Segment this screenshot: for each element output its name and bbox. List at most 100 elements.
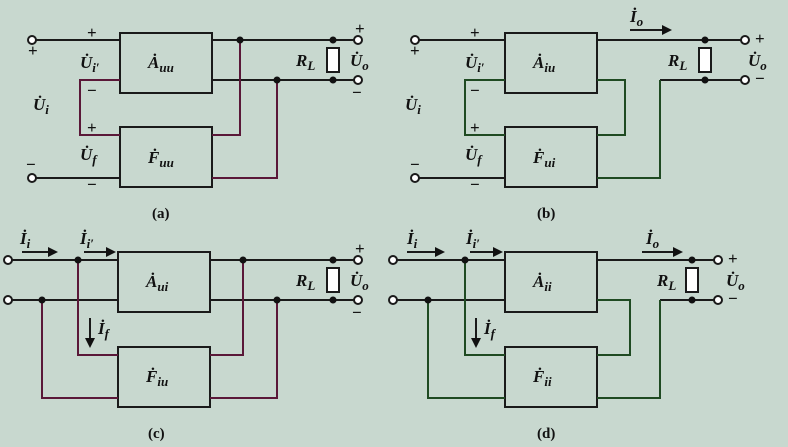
- junction-node-b1: [701, 36, 709, 44]
- caption-d: (d): [537, 426, 555, 442]
- caption-c: (c): [148, 426, 165, 442]
- output-loop-wire-b: [597, 79, 626, 136]
- input-terminal-top-d: [388, 255, 398, 265]
- output-plus-a: +: [355, 19, 365, 38]
- amplifier-block-a: [119, 32, 213, 94]
- junction-node-c6: [329, 296, 337, 304]
- input-terminal-top-a: [27, 35, 37, 45]
- parallel-link-wire-d: [464, 260, 505, 356]
- panel-b: Ȧiu Ḟui İo + − U̇i + U̇i′ − + U̇f − RL +…: [405, 7, 767, 222]
- output-voltage-label-b: U̇o: [748, 51, 767, 73]
- load-resistor-d: [685, 267, 699, 293]
- amplifier-label-a: Ȧuu: [147, 53, 174, 75]
- junction-node-c5: [329, 256, 337, 264]
- feedback-current-label-c: İf: [97, 319, 111, 341]
- output-terminal-bottom-a: [353, 75, 363, 85]
- input-terminal-bottom-d: [388, 295, 398, 305]
- junction-node-a2: [273, 76, 281, 84]
- output-terminal-bottom-d: [713, 295, 723, 305]
- ground-return-wire-c: [41, 300, 118, 399]
- feedback-sense-wire-a: [212, 40, 241, 136]
- junction-node-a3: [329, 36, 337, 44]
- arrow-head-icon: [673, 247, 683, 257]
- junction-node-a4: [329, 76, 337, 84]
- amp-input-voltage-label-b: U̇i′: [465, 53, 485, 75]
- output-terminal-top-c: [353, 255, 363, 265]
- feedback-label-b: Ḟui: [532, 148, 556, 170]
- output-minus-c: −: [352, 303, 362, 322]
- feedback-block-a: [119, 126, 213, 188]
- feedback-block-d: [504, 346, 598, 408]
- junction-node-c4: [273, 296, 281, 304]
- feedback-return-wire-a: [212, 80, 278, 179]
- input-current-label-c: İi: [19, 229, 31, 251]
- panel-d: Ȧii Ḟii İi İi′ İf İo RL + U̇o −: [388, 229, 745, 442]
- output-voltage-label-c: U̇o: [350, 271, 369, 293]
- feedback-voltage-label-b: U̇f: [465, 145, 483, 167]
- amp-input-current-label-d: İi′: [465, 229, 480, 251]
- output-plus-c: +: [355, 239, 365, 258]
- input-voltage-label-a: U̇i: [33, 95, 49, 117]
- amplifier-label-b: Ȧiu: [532, 53, 555, 75]
- arrow-head-icon: [493, 247, 503, 257]
- load-resistor-a: [326, 47, 340, 73]
- amplifier-label-c: Ȧui: [145, 272, 169, 294]
- junction-node-c1: [74, 256, 82, 264]
- series-link-wire-a: [79, 79, 120, 136]
- feedback-block-b: [504, 126, 598, 188]
- input-terminal-bottom-b: [410, 173, 420, 183]
- caption-b: (b): [537, 206, 555, 222]
- panel-a: Ȧuu Ḟuu + − U̇i + U̇i′ − + U̇f − RL + U̇…: [26, 19, 369, 222]
- arrow-head-icon: [85, 338, 95, 348]
- input-voltage-label-b: U̇i: [405, 95, 421, 117]
- panel-c: Ȧui Ḟiu İi İi′ İf RL + U̇o − (: [3, 229, 369, 442]
- input-terminal-top-c: [3, 255, 13, 265]
- amplifier-label-d: Ȧii: [532, 272, 552, 294]
- load-resistor-c: [326, 267, 340, 293]
- amp-input-plus-a: +: [87, 23, 97, 42]
- output-current-label-d: İo: [645, 229, 660, 251]
- input-plus-sign-b: +: [410, 41, 420, 60]
- amp-input-minus-b: −: [470, 81, 480, 100]
- input-minus-sign-a: −: [26, 155, 36, 174]
- output-plus-b: +: [755, 29, 765, 48]
- fb-minus-a: −: [87, 175, 97, 194]
- output-terminal-bottom-b: [740, 75, 750, 85]
- feedback-block-c: [117, 346, 211, 408]
- amp-input-minus-a: −: [87, 81, 97, 100]
- load-resistor-label-a: RL: [295, 51, 315, 73]
- junction-node-d2: [424, 296, 432, 304]
- output-terminal-top-b: [740, 35, 750, 45]
- feedback-label-a: Ḟuu: [147, 148, 174, 170]
- series-link-wire-b: [464, 79, 505, 136]
- junction-node-c3: [239, 256, 247, 264]
- output-terminal-bottom-c: [353, 295, 363, 305]
- amp-input-voltage-label-a: U̇i′: [80, 53, 100, 75]
- amplifier-block-c: [117, 251, 211, 313]
- input-terminal-bottom-c: [3, 295, 13, 305]
- input-plus-sign-a: +: [28, 41, 38, 60]
- ground-return-wire-d: [427, 300, 505, 399]
- fb-plus-a: +: [87, 118, 97, 137]
- feedback-sense-wire-c: [210, 260, 244, 356]
- input-minus-sign-b: −: [410, 155, 420, 174]
- junction-node-d1: [461, 256, 469, 264]
- feedback-voltage-label-a: U̇f: [80, 145, 98, 167]
- load-resistor-label-d: RL: [656, 271, 676, 293]
- load-resistor-label-b: RL: [667, 51, 687, 73]
- load-resistor-b: [698, 47, 712, 73]
- output-current-label-b: İo: [629, 7, 644, 29]
- output-terminal-top-d: [713, 255, 723, 265]
- arrow-head-icon: [435, 247, 445, 257]
- junction-node-d4: [688, 296, 696, 304]
- junction-node-d3: [688, 256, 696, 264]
- amplifier-block-b: [504, 32, 598, 94]
- feedback-sense-wire-b: [597, 80, 661, 179]
- fb-minus-b: −: [470, 175, 480, 194]
- output-terminal-top-a: [353, 35, 363, 45]
- input-terminal-top-b: [410, 35, 420, 45]
- amplifier-block-d: [504, 251, 598, 313]
- fb-plus-b: +: [470, 118, 480, 137]
- arrow-head-icon: [48, 247, 58, 257]
